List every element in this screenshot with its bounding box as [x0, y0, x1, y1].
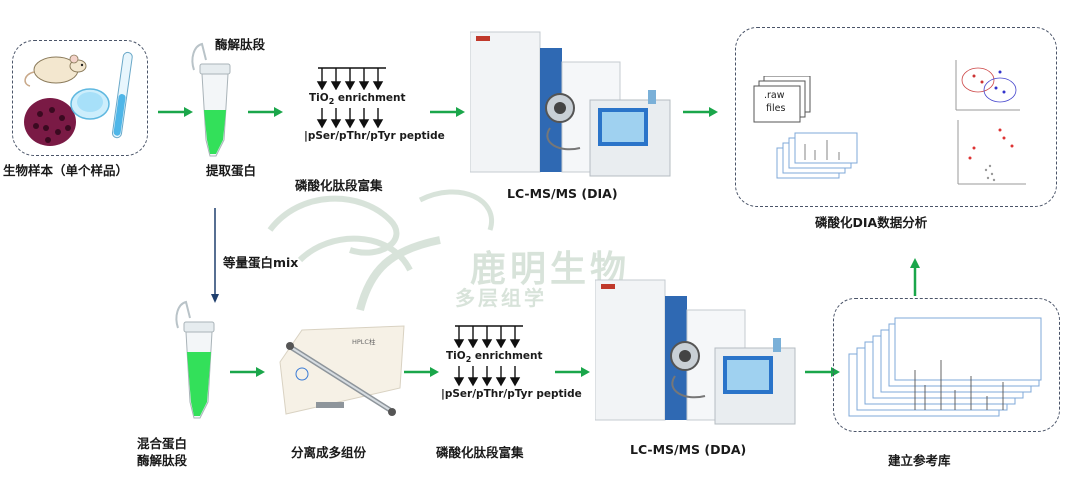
tio2-enrichment-text: TiO2 enrichment: [309, 92, 406, 107]
mixed-protein-label-1: 混合蛋白: [137, 436, 188, 451]
peptide-types-text: |pSer/pThr/pTyr peptide: [304, 130, 445, 142]
mouse-icon: [24, 54, 87, 87]
dia-analysis-box: [735, 27, 1057, 207]
build-library-label: 建立参考库: [888, 453, 951, 468]
lcms-dda-instrument-icon: [594, 276, 800, 432]
arrow-equal-mix: [209, 208, 221, 308]
test-tube-icon: [111, 51, 133, 139]
fractionation-label: 分离成多组份: [291, 445, 367, 460]
watermark-sub: 多层组学: [455, 286, 547, 310]
hplc-column-label: HPLC柱: [352, 338, 376, 346]
spectra-stack-icon: [775, 130, 865, 184]
peptide-types-text-bottom: |pSer/pThr/pTyr peptide: [441, 388, 582, 400]
watermark-logo: 鹿明生物 多层组学: [240, 170, 740, 320]
arrow-library-to-analysis: [907, 256, 923, 300]
hplc-column-icon: HPLC柱: [272, 322, 407, 426]
digest-peptide-label: 酶解肽段: [215, 37, 266, 52]
extract-protein-label: 提取蛋白: [206, 163, 257, 178]
raw-files-icon: .raw files: [750, 75, 820, 134]
volcano-plot-icon: [952, 118, 1030, 192]
arrow-dia-to-analysis: [683, 104, 719, 123]
lcms-dda-label: LC-MS/MS (DDA): [630, 442, 747, 457]
bio-sample-label: 生物样本（单个样品）: [3, 163, 129, 178]
scatter-plot-icon: [952, 58, 1022, 118]
arrow-enrich-to-dia: [430, 104, 466, 123]
tube-extract-icon: [188, 40, 238, 164]
phospho-enrich-top-label: 磷酸化肽段富集: [295, 178, 383, 193]
arrow-sample-to-tube: [158, 104, 194, 123]
lcms-dia-instrument-icon: [469, 28, 675, 184]
equal-mix-label: 等量蛋白mix: [223, 255, 299, 270]
arrow-enrich-to-dda: [555, 364, 591, 383]
tissue-icon: [24, 98, 76, 146]
enrichment-bottom: TiO2 enrichment |pSer/pThr/pTyr peptide: [441, 324, 582, 410]
petri-dish-icon: [70, 88, 110, 120]
mixed-protein-label-2: 酶解肽段: [137, 453, 188, 468]
reference-library-box: [833, 298, 1060, 432]
tube-mixed-icon: [172, 296, 222, 426]
sample-images: [18, 44, 143, 152]
dia-analysis-label: 磷酸化DIA数据分析: [815, 215, 928, 230]
raw-files-line2: files: [766, 103, 786, 114]
arrow-tube-to-enrich: [248, 104, 284, 123]
lcms-dia-label: LC-MS/MS (DIA): [507, 186, 618, 201]
tio2-enrichment-text-bottom: TiO2 enrichment: [446, 350, 543, 365]
library-spectra-icon: [845, 310, 1045, 426]
bio-sample-box: [12, 40, 148, 156]
arrow-column-to-enrich: [404, 364, 440, 383]
arrow-tube-to-column: [230, 364, 266, 383]
raw-files-line1: .raw: [764, 90, 785, 101]
enrichment-top: TiO2 enrichment |pSer/pThr/pTyr peptide: [304, 66, 445, 152]
phospho-enrich-bottom-label: 磷酸化肽段富集: [436, 445, 524, 460]
